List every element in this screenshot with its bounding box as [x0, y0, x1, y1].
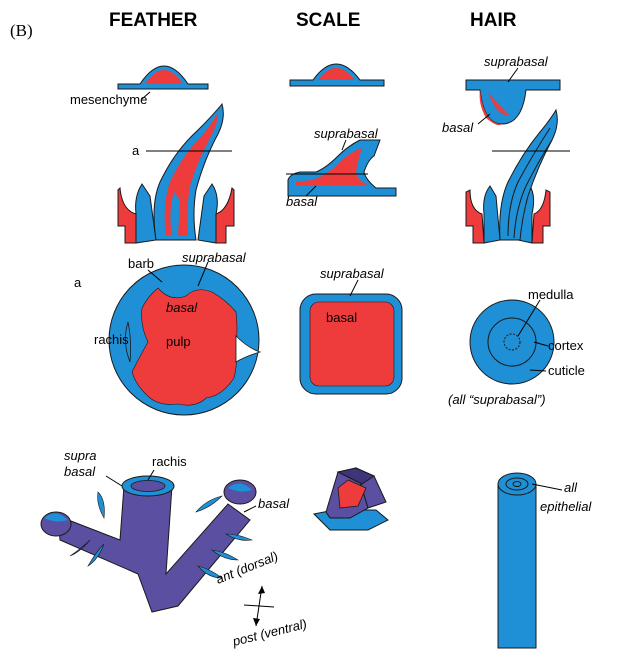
scale-placode — [290, 64, 384, 86]
scale-3d — [314, 468, 388, 530]
label-hair-basal: basal — [442, 120, 474, 135]
hair-cross-section — [470, 300, 554, 384]
label-mesenchyme: mesenchyme — [70, 92, 147, 107]
feather-3d — [41, 476, 256, 612]
label-all: all — [564, 480, 578, 495]
label-feather-suprabasal: suprabasal — [182, 250, 247, 265]
orientation-arrow — [244, 586, 274, 626]
label-a-top: a — [132, 143, 140, 158]
label-scale-box-suprabasal: suprabasal — [320, 266, 385, 281]
label-scale-box-basal: basal — [326, 310, 357, 325]
label-cuticle: cuticle — [548, 363, 585, 378]
leader-scale-suprabasal — [342, 140, 346, 150]
label-pulp: pulp — [166, 334, 191, 349]
header-hair: HAIR — [470, 10, 517, 31]
label-feather-basal: basal — [166, 300, 198, 315]
leader-supra-basal-3d — [106, 476, 122, 486]
label-rachis: rachis — [94, 332, 129, 347]
hair-placode — [466, 80, 560, 125]
label-scale-basal: basal — [286, 194, 318, 209]
label-barb: barb — [128, 256, 154, 271]
label-scale-suprabasal: suprabasal — [314, 126, 379, 141]
feather-follicle — [118, 104, 234, 243]
leader-basal-barb — [244, 506, 256, 512]
label-cortex: cortex — [548, 338, 584, 353]
panel-label: (B) — [10, 21, 33, 40]
hair-follicle — [466, 110, 557, 243]
label-all-suprabasal: (all “suprabasal”) — [448, 392, 546, 407]
label-supra: supra — [64, 448, 97, 463]
label-rachis-3d: rachis — [152, 454, 187, 469]
scale-cross-section — [300, 294, 402, 394]
feather-placode — [118, 66, 208, 89]
label-medulla: medulla — [528, 287, 574, 302]
label-basal-3d: basal — [64, 464, 96, 479]
label-a-cross: a — [74, 275, 82, 290]
scale-follicle — [288, 140, 396, 196]
label-hair-suprabasal: suprabasal — [484, 54, 549, 69]
label-epithelial: epithelial — [540, 499, 592, 514]
header-scale: SCALE — [296, 10, 360, 31]
header-feather: FEATHER — [109, 10, 198, 31]
label-post-ventral: post (ventral) — [230, 616, 308, 649]
label-basal-barb: basal — [258, 496, 290, 511]
hair-3d — [498, 473, 536, 648]
